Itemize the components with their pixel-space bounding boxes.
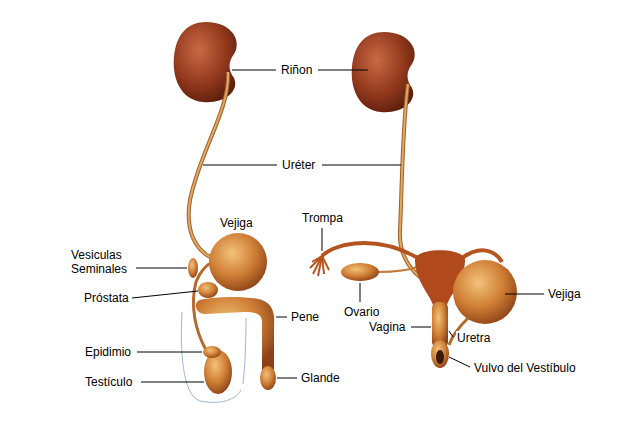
part-label: Ovario — [343, 305, 380, 319]
ovary — [341, 263, 379, 281]
scrotum-outline — [243, 318, 246, 384]
part-label: Testículo — [84, 375, 133, 389]
seminal-vesicle — [188, 258, 198, 278]
part-label: Vejiga — [547, 287, 582, 301]
part-label: Trompa — [301, 211, 344, 225]
part-label: Vagina — [368, 320, 406, 334]
bladder — [209, 233, 267, 291]
part-label: Glande — [300, 371, 341, 385]
vestibule-opening — [436, 350, 444, 364]
part-label: Uréter — [281, 158, 316, 172]
part-label: Próstata — [83, 291, 130, 305]
prostate — [198, 282, 218, 298]
part-label: Vejiga — [219, 216, 254, 230]
part-label: Uretra — [456, 331, 491, 345]
part-label: Riñon — [280, 63, 313, 77]
part-label: Vulvo del Vestíbulo — [473, 361, 577, 375]
leader-lines — [132, 70, 544, 382]
part-label: Pene — [290, 310, 320, 324]
bladder — [453, 260, 517, 324]
scrotum-outline — [181, 312, 241, 402]
part-label: Vesiculas Seminales — [70, 248, 134, 276]
part-label: Epidimio — [84, 345, 132, 359]
glans — [260, 366, 276, 390]
epididymis — [203, 346, 221, 358]
fimbriae — [310, 256, 329, 276]
vulva — [431, 340, 449, 368]
fallopian-tube — [322, 243, 418, 258]
ligament — [378, 266, 420, 272]
